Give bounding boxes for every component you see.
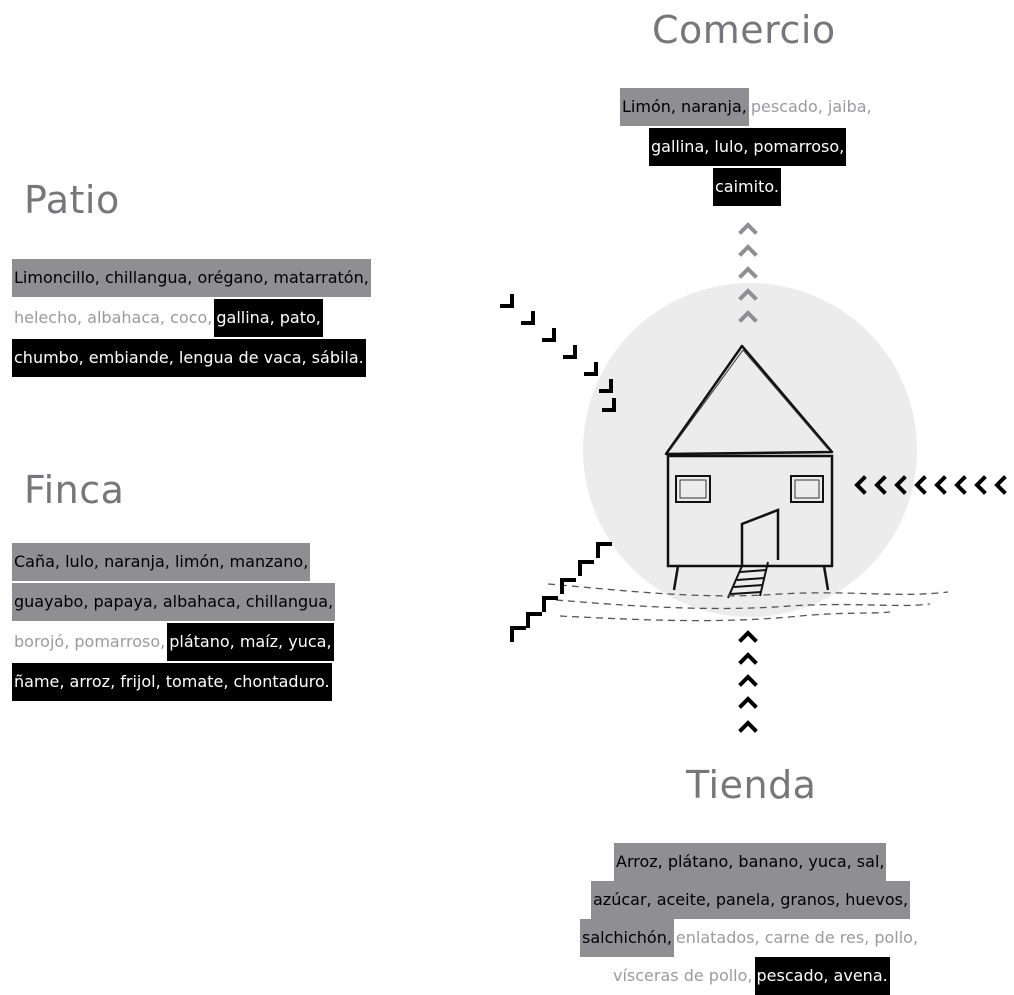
tienda-text-segment: vísceras de pollo,	[611, 957, 755, 995]
patio-text-segment: gallina, pato,	[214, 299, 323, 337]
patio-line: Limoncillo, chillangua, orégano, matarra…	[12, 259, 371, 297]
comercio-line: gallina, lulo, pomarroso,	[649, 128, 847, 166]
finca-line: borojó, pomarroso,plátano, maíz, yuca,	[12, 623, 334, 661]
title-comercio: Comercio	[652, 8, 836, 52]
comercio-line: caimito.	[713, 168, 781, 206]
house-window-right	[790, 475, 824, 503]
finca-text-segment: plátano, maíz, yuca,	[167, 623, 334, 661]
title-patio: Patio	[24, 178, 120, 222]
tienda-text-segment: Arroz, plátano, banano, yuca, sal,	[614, 843, 887, 881]
finca-line: ñame, arroz, frijol, tomate, chontaduro.	[12, 663, 332, 701]
tienda-line: Arroz, plátano, banano, yuca, sal,	[614, 843, 887, 881]
finca-line: guayabo, papaya, albahaca, chillangua,	[12, 583, 336, 621]
finca-text-segment: borojó, pomarroso,	[12, 623, 168, 661]
house-door	[740, 508, 780, 566]
comercio-line: Limón, naranja,pescado, jaiba,	[620, 88, 874, 126]
finca-text-segment: Caña, lulo, naranja, limón, manzano,	[12, 543, 311, 581]
tienda-line: salchichón,enlatados, carne de res, poll…	[580, 919, 921, 957]
tienda-text-segment: pescado, avena.	[754, 957, 890, 995]
comercio-arrows	[738, 222, 758, 323]
title-finca: Finca	[24, 468, 125, 512]
tienda-arrows	[738, 630, 758, 733]
tienda-text-segment: enlatados, carne de res, pollo,	[673, 919, 921, 957]
patio-text-segment: chumbo, embiande, lengua de vaca, sábila…	[12, 339, 366, 377]
tienda-line: vísceras de pollo,pescado, avena.	[611, 957, 890, 995]
tienda-text-segment: azúcar, aceite, panela, granos, huevos,	[591, 881, 911, 919]
tienda-line: azúcar, aceite, panela, granos, huevos,	[591, 881, 911, 919]
patio-arrows	[500, 294, 616, 412]
patio-line: helecho, albahaca, coco,gallina, pato,	[12, 299, 323, 337]
patio-line: chumbo, embiande, lengua de vaca, sábila…	[12, 339, 366, 377]
patio-text-segment: Limoncillo, chillangua, orégano, matarra…	[12, 259, 371, 297]
house-stilts	[672, 565, 830, 591]
finca-text-segment: guayabo, papaya, albahaca, chillangua,	[12, 583, 336, 621]
finca-text-segment: ñame, arroz, frijol, tomate, chontaduro.	[12, 663, 332, 701]
title-tienda: Tienda	[686, 763, 817, 807]
patio-text-segment: helecho, albahaca, coco,	[12, 299, 215, 337]
house-window-left	[675, 475, 711, 503]
tienda-text-segment: salchichón,	[580, 919, 674, 957]
comercio-text-segment: caimito.	[713, 168, 781, 206]
house-roof	[664, 344, 834, 456]
house-stairs	[727, 561, 769, 599]
comercio-text-segment: Limón, naranja,	[620, 88, 749, 126]
comercio-text-segment: gallina, lulo, pomarroso,	[649, 128, 847, 166]
ground-water-lines	[547, 583, 949, 622]
finca-line: Caña, lulo, naranja, limón, manzano,	[12, 543, 311, 581]
external-arrows	[854, 475, 1007, 495]
finca-arrows	[510, 542, 612, 642]
comercio-text-segment: pescado, jaiba,	[748, 88, 874, 126]
house-body	[666, 454, 834, 568]
